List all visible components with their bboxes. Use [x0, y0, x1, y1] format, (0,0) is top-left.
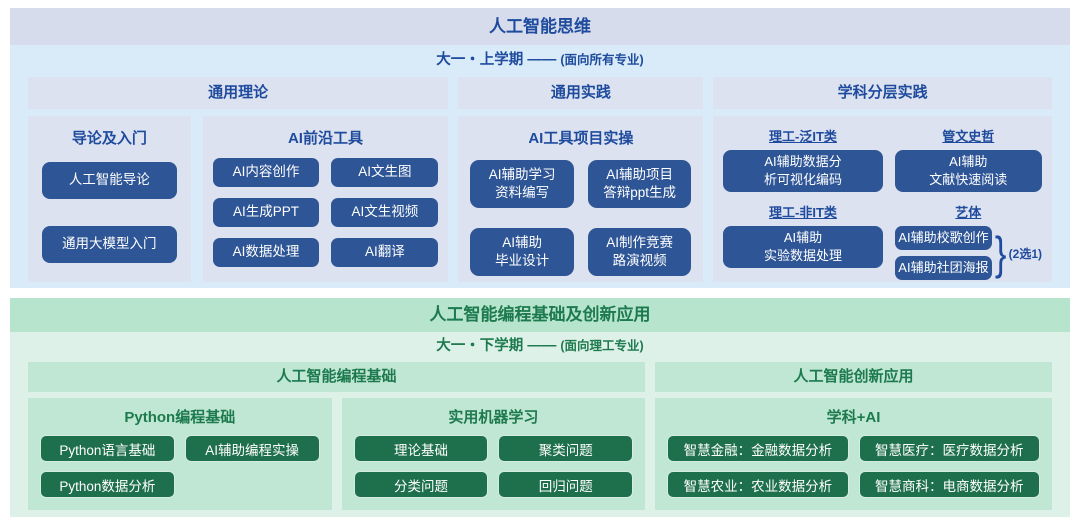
course-ai-study-materials[interactable]: AI辅助学习 资料编写: [470, 160, 574, 208]
course-ai-text-to-video[interactable]: AI文生视频: [331, 198, 439, 227]
audience-label-bottom: (面向理工专业): [560, 339, 644, 353]
panel-title-machine-learning: 实用机器学习: [448, 409, 539, 426]
course-smart-agriculture[interactable]: 智慧农业：农业数据分析: [667, 471, 849, 498]
header-general-theory: 通用理论: [28, 77, 449, 109]
python-grid: Python语言基础 AI辅助编程实操 Python数据分析: [40, 435, 320, 498]
panel-title-subject-ai: 学科+AI: [826, 409, 881, 426]
panel-ai-frontier-tools: AI前沿工具 AI内容创作 AI文生图 AI生成PPT AI文生视频 AI数据处…: [202, 116, 449, 282]
course-ai-data-processing[interactable]: AI数据处理: [212, 238, 320, 267]
panel-title-introduction: 导论及入门: [71, 130, 147, 147]
panel-title-ai-frontier-tools: AI前沿工具: [287, 130, 363, 147]
course-smart-finance[interactable]: 智慧金融：金融数据分析: [667, 435, 849, 462]
column-general-practice: 通用实践 AI工具项目实操 AI辅助学习 资料编写 AI辅助项目 答辩ppt生成…: [458, 77, 704, 282]
panel-introduction: 导论及入门 人工智能导论 通用大模型入门: [28, 116, 191, 282]
column-general-theory: 通用理论 导论及入门 人工智能导论 通用大模型入门 AI前沿工具 AI内容创作 …: [28, 77, 449, 282]
ml-grid: 理论基础 聚类问题 分类问题 回归问题: [353, 435, 634, 498]
course-ml-regression[interactable]: 回归问题: [498, 471, 634, 498]
course-ai-data-viz-coding[interactable]: AI辅助数据分 析可视化编码: [723, 150, 883, 192]
course-ai-ppt-generation[interactable]: AI生成PPT: [212, 198, 320, 227]
panel-title-ai-project-practice: AI工具项目实操: [528, 130, 634, 147]
course-ml-theory[interactable]: 理论基础: [353, 435, 489, 462]
tools-grid: AI内容创作 AI文生图 AI生成PPT AI文生视频 AI数据处理 AI翻译: [212, 158, 439, 267]
section-title-ai-thinking: 人工智能思维: [10, 8, 1070, 45]
course-ai-school-song[interactable]: AI辅助校歌创作: [894, 226, 993, 250]
course-ai-translation[interactable]: AI翻译: [331, 238, 439, 267]
course-ai-literature-reading[interactable]: AI辅助 文献快速阅读: [894, 150, 1043, 192]
panel-title-python-basics: Python编程基础: [124, 409, 236, 426]
panel-machine-learning: 实用机器学习 理论基础 聚类问题 分类问题 回归问题: [341, 398, 646, 510]
course-ai-defense-ppt[interactable]: AI辅助项目 答辩ppt生成: [587, 160, 692, 208]
programming-panels: Python编程基础 Python语言基础 AI辅助编程实操 Python数据分…: [28, 398, 646, 510]
group-arts-sports: 艺体 AI辅助校歌创作 AI辅助社团海报 } (2选1): [894, 202, 1043, 280]
group-label-stem-it: 理工-泛IT类: [769, 129, 837, 144]
group-humanities: 管文史哲 AI辅助 文献快速阅读: [894, 126, 1043, 192]
semester-subtitle-top: 大一・上学期 —— (面向所有专业): [10, 45, 1070, 75]
course-ml-clustering[interactable]: 聚类问题: [498, 435, 634, 462]
section-ai-thinking: 人工智能思维 大一・上学期 —— (面向所有专业) 通用理论 导论及入门 人工智…: [10, 8, 1070, 288]
course-smart-business[interactable]: 智慧商科：电商数据分析: [858, 471, 1040, 498]
layered-grid: 理工-泛IT类 AI辅助数据分 析可视化编码 管文史哲 AI辅助 文献快速阅读 …: [723, 124, 1043, 280]
column-innovation-apps: 人工智能创新应用 学科+AI 智慧金融：金融数据分析 智慧医疗：医疗数据分析 智…: [655, 362, 1052, 510]
course-ai-experiment-data[interactable]: AI辅助 实验数据处理: [723, 226, 883, 268]
group-label-arts-sports: 艺体: [955, 205, 982, 220]
course-ai-content-creation[interactable]: AI内容创作: [212, 158, 320, 187]
course-ai-club-poster[interactable]: AI辅助社团海报: [894, 256, 993, 280]
section-ai-programming: 人工智能编程基础及创新应用 大一・下学期 —— (面向理工专业) 人工智能编程基…: [10, 298, 1070, 517]
group-label-humanities: 管文史哲: [942, 129, 995, 144]
course-python-data-analysis[interactable]: Python数据分析: [40, 471, 175, 498]
panel-subject-ai: 学科+AI 智慧金融：金融数据分析 智慧医疗：医疗数据分析 智慧农业：农业数据分…: [655, 398, 1052, 510]
header-programming-basics: 人工智能编程基础: [28, 362, 646, 392]
audience-label: (面向所有专业): [560, 53, 644, 67]
course-ai-introduction[interactable]: 人工智能导论: [42, 162, 177, 199]
group-stem-non-it: 理工-非IT类 AI辅助 实验数据处理: [723, 202, 883, 280]
panel-ai-project-practice: AI工具项目实操 AI辅助学习 资料编写 AI辅助项目 答辩ppt生成 AI辅助…: [458, 116, 704, 282]
panel-python-basics: Python编程基础 Python语言基础 AI辅助编程实操 Python数据分…: [28, 398, 332, 510]
arts-options-row: AI辅助校歌创作 AI辅助社团海报 } (2选1): [894, 226, 1043, 280]
header-layered-practice: 学科分层实践: [713, 77, 1053, 109]
theory-panels: 导论及入门 人工智能导论 通用大模型入门 AI前沿工具 AI内容创作 AI文生图…: [28, 116, 449, 282]
column-layered-practice: 学科分层实践 理工-泛IT类 AI辅助数据分 析可视化编码 管文史哲 AI辅助 …: [713, 77, 1053, 282]
choose-one-note: (2选1): [1008, 246, 1043, 261]
course-smart-healthcare[interactable]: 智慧医疗：医疗数据分析: [858, 435, 1040, 462]
semester-subtitle-bottom: 大一・下学期 —— (面向理工专业): [10, 332, 1070, 361]
semester-label: 大一・上学期 ——: [436, 52, 557, 68]
course-ai-coding-practice[interactable]: AI辅助编程实操: [184, 435, 320, 462]
group-stem-it: 理工-泛IT类 AI辅助数据分 析可视化编码: [723, 126, 883, 192]
header-general-practice: 通用实践: [458, 77, 704, 109]
header-innovation-apps: 人工智能创新应用: [655, 362, 1052, 392]
arts-options-stack: AI辅助校歌创作 AI辅助社团海报: [894, 226, 993, 280]
course-ai-graduation-design[interactable]: AI辅助 毕业设计: [470, 228, 574, 276]
projects-grid: AI辅助学习 资料编写 AI辅助项目 答辩ppt生成 AI辅助 毕业设计 AI制…: [468, 158, 693, 276]
subjects-grid: 智慧金融：金融数据分析 智慧医疗：医疗数据分析 智慧农业：农业数据分析 智慧商科…: [667, 435, 1040, 498]
course-ai-text-to-image[interactable]: AI文生图: [331, 158, 439, 187]
bottom-columns: 人工智能编程基础 Python编程基础 Python语言基础 AI辅助编程实操 …: [10, 361, 1070, 510]
semester-label-bottom: 大一・下学期 ——: [436, 338, 557, 354]
course-ml-classification[interactable]: 分类问题: [353, 471, 489, 498]
section-title-ai-programming: 人工智能编程基础及创新应用: [10, 298, 1070, 332]
course-ai-roadshow-video[interactable]: AI制作竞赛 路演视频: [587, 228, 692, 276]
panel-layered-practice: 理工-泛IT类 AI辅助数据分 析可视化编码 管文史哲 AI辅助 文献快速阅读 …: [713, 116, 1053, 282]
column-programming-basics: 人工智能编程基础 Python编程基础 Python语言基础 AI辅助编程实操 …: [28, 362, 646, 510]
top-columns: 通用理论 导论及入门 人工智能导论 通用大模型入门 AI前沿工具 AI内容创作 …: [10, 75, 1070, 282]
group-label-stem-non-it: 理工-非IT类: [769, 205, 837, 220]
brace-icon: }: [995, 227, 1007, 279]
course-llm-basics[interactable]: 通用大模型入门: [42, 226, 177, 263]
course-python-language[interactable]: Python语言基础: [40, 435, 175, 462]
